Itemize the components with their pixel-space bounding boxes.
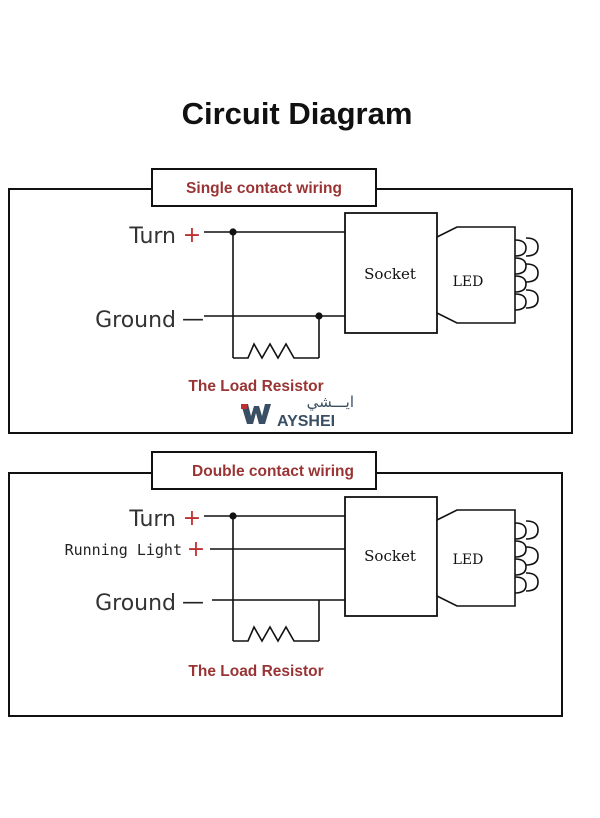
double-load-resistor xyxy=(233,625,319,643)
single-led-bulb xyxy=(436,226,539,324)
single-ground-minus: — xyxy=(182,307,204,332)
single-wires xyxy=(204,231,345,360)
double-led-label: LED xyxy=(453,552,484,568)
single-junction-turn xyxy=(229,228,237,236)
single-heading-box xyxy=(151,168,377,207)
page-title: Circuit Diagram xyxy=(182,96,413,131)
double-heading-box xyxy=(151,451,377,490)
double-socket-label: Socket xyxy=(364,547,416,565)
single-socket-label: Socket xyxy=(364,265,416,283)
double-turn-plus: + xyxy=(183,506,201,531)
single-turn-plus: + xyxy=(183,223,201,248)
double-running-plus: + xyxy=(187,537,205,562)
ayshei-logo-icon xyxy=(241,404,271,424)
double-running-label: Running Light xyxy=(65,541,182,559)
single-led-label: LED xyxy=(453,274,484,290)
double-resistor-label: The Load Resistor xyxy=(188,663,323,680)
double-heading: Double contact wiring xyxy=(192,463,354,480)
single-junction-ground xyxy=(315,312,323,320)
single-resistor-label: The Load Resistor xyxy=(188,378,323,395)
double-ground-label: Ground xyxy=(95,591,176,616)
single-turn-label: Turn xyxy=(128,224,176,249)
double-wires xyxy=(204,515,345,643)
single-load-resistor xyxy=(233,342,319,360)
double-ground-minus: — xyxy=(182,590,204,615)
single-socket-box xyxy=(344,212,438,334)
double-contact-panel: Double contact wiring Turn + Running Lig… xyxy=(8,451,563,717)
watermark-latin: AYSHEI xyxy=(277,413,335,430)
single-ground-label: Ground xyxy=(95,308,176,333)
single-contact-panel: Single contact wiring Turn + Ground — So… xyxy=(8,168,573,434)
double-led-bulb xyxy=(436,509,539,607)
single-heading: Single contact wiring xyxy=(186,180,342,197)
watermark-arabic: ايـــشي xyxy=(307,393,354,412)
double-turn-label: Turn xyxy=(128,507,176,532)
watermark: ايـــشي AYSHEI xyxy=(241,393,354,430)
double-junction-turn xyxy=(229,512,237,520)
